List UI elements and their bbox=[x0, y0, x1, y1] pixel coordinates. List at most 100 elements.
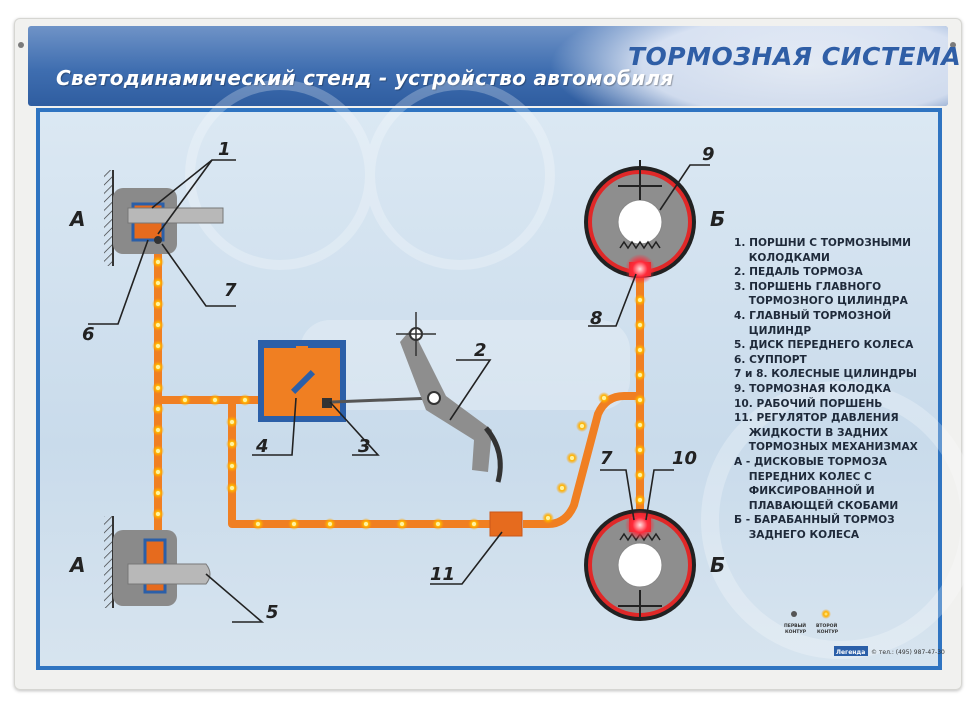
led-core bbox=[638, 373, 642, 377]
label-8: 8 bbox=[590, 308, 603, 329]
legend-item: КОЛОДКАМИ bbox=[734, 251, 830, 264]
circuit-2-line2: КОНТУР bbox=[817, 629, 839, 635]
led-core bbox=[292, 522, 296, 526]
front-disc-brake-top bbox=[104, 170, 224, 266]
circuit-indicators: ПЕРВЫЙ КОНТУР ВТОРОЙ КОНТУР bbox=[784, 609, 839, 635]
led-core bbox=[364, 522, 368, 526]
label-7-front: 7 bbox=[224, 280, 237, 301]
page-title: ТОРМОЗНАЯ СИСТЕМА bbox=[628, 42, 962, 71]
pressure-regulator bbox=[489, 511, 523, 537]
circuit-2-line1: ВТОРОЙ bbox=[816, 621, 837, 629]
circuit-1-lamp bbox=[791, 611, 797, 617]
led-core bbox=[638, 298, 642, 302]
led-core bbox=[156, 260, 160, 264]
label-4: 4 bbox=[255, 436, 269, 457]
label-1: 1 bbox=[218, 139, 231, 160]
led-core bbox=[156, 449, 160, 453]
legend-item: ФИКСИРОВАННОЙ И bbox=[734, 485, 875, 498]
legend-item: 10. РАБОЧИЙ ПОРШЕНЬ bbox=[734, 397, 883, 410]
led-core bbox=[156, 302, 160, 306]
led-core bbox=[156, 470, 160, 474]
led-core bbox=[230, 420, 234, 424]
led-core bbox=[183, 398, 187, 402]
led-core bbox=[638, 423, 642, 427]
legend-item: 3. ПОРШЕНЬ ГЛАВНОГО bbox=[734, 280, 882, 293]
circuit-1-line2: КОНТУР bbox=[785, 629, 807, 635]
legend-item: ПЛАВАЮЩЕЙ СКОБАМИ bbox=[734, 499, 899, 512]
master-cylinder bbox=[258, 340, 435, 422]
leader-lines bbox=[88, 159, 710, 623]
circuit-1-line1: ПЕРВЫЙ bbox=[784, 621, 806, 629]
led-core bbox=[638, 498, 642, 502]
subtitle: Светодинамический стенд - устройство авт… bbox=[56, 66, 674, 90]
rear-drum-brake-bottom bbox=[584, 509, 696, 621]
led-core bbox=[156, 512, 160, 516]
led-core bbox=[230, 442, 234, 446]
led-core bbox=[560, 486, 564, 490]
label-b-bottom: Б bbox=[710, 553, 725, 577]
legend-item: 11. РЕГУЛЯТОР ДАВЛЕНИЯ bbox=[734, 412, 899, 425]
screw-icon bbox=[950, 42, 956, 48]
led-core bbox=[156, 365, 160, 369]
footer-phone: © тел.: (495) 987-47-30 bbox=[871, 649, 945, 656]
label-5: 5 bbox=[266, 602, 279, 623]
legend-item: ТОРМОЗНОГО ЦИЛИНДРА bbox=[734, 295, 908, 308]
legend-item: Б - БАРАБАННЫЙ ТОРМОЗ bbox=[734, 514, 895, 527]
label-9: 9 bbox=[702, 144, 715, 165]
legend-item: ЗАДНЕГО КОЛЕСА bbox=[734, 528, 860, 541]
led-lamps bbox=[152, 256, 646, 530]
led-core bbox=[328, 522, 332, 526]
background-art bbox=[185, 80, 976, 659]
led-core bbox=[638, 348, 642, 352]
led-core bbox=[156, 323, 160, 327]
led-core bbox=[638, 323, 642, 327]
wheel-cylinder-lamp bbox=[625, 254, 655, 284]
legend-item: 7 и 8. КОЛЕСНЫЕ ЦИЛИНДРЫ bbox=[734, 368, 917, 381]
led-core bbox=[243, 398, 247, 402]
led-core bbox=[602, 396, 606, 400]
led-core bbox=[638, 473, 642, 477]
led-core bbox=[156, 344, 160, 348]
footer: Легенда © тел.: (495) 987-47-30 bbox=[834, 646, 945, 656]
legend-item: ТОРМОЗНЫХ МЕХАНИЗМАХ bbox=[734, 441, 918, 454]
legend-item: 1. ПОРШНИ С ТОРМОЗНЫМИ bbox=[734, 237, 912, 249]
front-disc-brake-bottom bbox=[104, 516, 211, 608]
label-a-top: А bbox=[68, 207, 85, 231]
brand-logo bbox=[834, 646, 868, 656]
led-core bbox=[213, 398, 217, 402]
led-core bbox=[230, 486, 234, 490]
legend-item: А - ДИСКОВЫЕ ТОРМОЗА bbox=[734, 455, 887, 468]
circuit-2-lamp bbox=[821, 609, 831, 619]
screw-icon bbox=[18, 42, 24, 48]
label-2: 2 bbox=[474, 340, 487, 361]
label-7-rear: 7 bbox=[600, 448, 613, 469]
label-10: 10 bbox=[672, 448, 697, 469]
label-3: 3 bbox=[358, 436, 371, 457]
led-core bbox=[436, 522, 440, 526]
label-6: 6 bbox=[82, 324, 95, 345]
led-core bbox=[156, 386, 160, 390]
label-a-bottom: А bbox=[68, 553, 85, 577]
legend-item: 2. ПЕДАЛЬ ТОРМОЗА bbox=[734, 266, 863, 279]
led-core bbox=[156, 407, 160, 411]
legend-item: ПЕРЕДНИХ КОЛЕС С bbox=[734, 470, 872, 483]
led-core bbox=[230, 464, 234, 468]
led-core bbox=[638, 448, 642, 452]
led-core bbox=[156, 428, 160, 432]
legend-item: ЦИЛИНДР bbox=[734, 324, 812, 337]
led-core bbox=[638, 398, 642, 402]
legend-item: 5. ДИСК ПЕРЕДНЕГО КОЛЕСА bbox=[734, 339, 914, 352]
wheel-cylinder-lamp bbox=[625, 510, 655, 540]
brake-pedal bbox=[396, 312, 503, 483]
label-b-top: Б bbox=[710, 207, 725, 231]
label-11: 11 bbox=[430, 564, 455, 585]
led-core bbox=[156, 281, 160, 285]
led-core bbox=[580, 424, 584, 428]
led-core bbox=[472, 522, 476, 526]
led-core bbox=[156, 491, 160, 495]
legend-item: 9. ТОРМОЗНАЯ КОЛОДКА bbox=[734, 382, 891, 395]
led-core bbox=[256, 522, 260, 526]
legend-item: 6. СУППОРТ bbox=[734, 353, 807, 366]
